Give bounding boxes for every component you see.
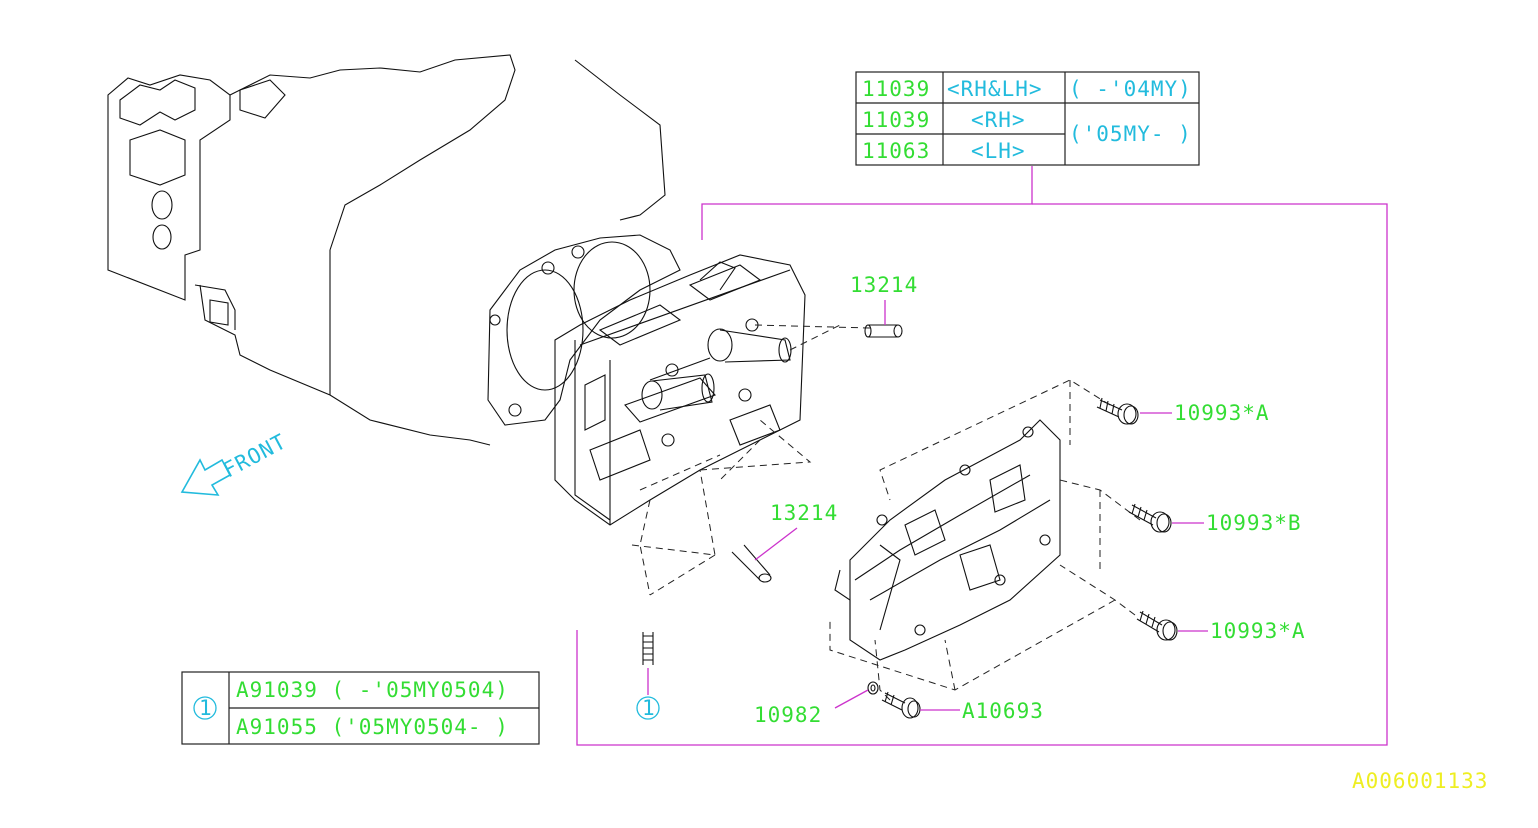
callout-bolt-a-upper: 10993*A	[1174, 401, 1270, 425]
upper-plug-drawing	[864, 324, 903, 338]
diagram-id: A006001133	[1352, 769, 1488, 793]
ref-table-marker-circle	[193, 696, 217, 720]
ref-table-row2: A91055 ('05MY0504- )	[236, 715, 509, 739]
ref-table-marker: 1	[199, 696, 213, 720]
parts-table-row2-part: 11039	[862, 108, 930, 132]
stud-drawing	[642, 632, 654, 665]
callout-bolt-main: A10693	[962, 699, 1044, 723]
bolt-10993a-lower-drawing	[1136, 610, 1178, 641]
callout-bolt-a-lower: 10993*A	[1210, 619, 1306, 643]
front-label: FRONT	[219, 429, 291, 482]
lower-plug-drawing	[731, 544, 772, 583]
ref-table-row1: A91039 ( -'05MY0504)	[236, 678, 509, 702]
parts-table-row1-side: <RH&LH>	[947, 77, 1043, 101]
bolt-10993b-drawing	[1128, 503, 1172, 533]
callout-bolt-b: 10993*B	[1206, 511, 1302, 535]
callout-plug-upper: 13214	[850, 273, 918, 297]
ref-marker-stud-circle	[636, 696, 660, 720]
parts-table-row2-side: <RH>	[971, 108, 1026, 132]
front-arrow-icon	[180, 458, 232, 496]
parts-table-row2-range: ('05MY- )	[1069, 122, 1192, 146]
parts-table	[855, 71, 1200, 166]
parts-table-row3-part: 11063	[862, 139, 930, 163]
callout-washer: 10982	[754, 703, 822, 727]
parts-table-row1-part: 11039	[862, 77, 930, 101]
bolt-10993a-upper-drawing	[1096, 397, 1139, 425]
washer-10982-drawing	[867, 681, 879, 695]
valve-cover-dashed-lines	[829, 379, 1141, 701]
parts-table-row1-range: ( -'04MY)	[1069, 77, 1192, 101]
ref-table	[181, 671, 540, 745]
callout-plug-lower: 13214	[770, 501, 838, 525]
bolt-a10693-drawing	[881, 691, 921, 719]
valve-cover-drawing	[834, 419, 1061, 661]
engine-block-drawing	[107, 54, 666, 446]
head-gasket-drawing	[487, 234, 681, 426]
leader-lines	[576, 166, 1388, 746]
parts-table-row3-side: <LH>	[971, 139, 1026, 163]
cylinder-head-dashed-lines	[631, 324, 871, 596]
cylinder-head-drawing	[554, 254, 806, 526]
ref-marker-stud: 1	[642, 696, 656, 720]
